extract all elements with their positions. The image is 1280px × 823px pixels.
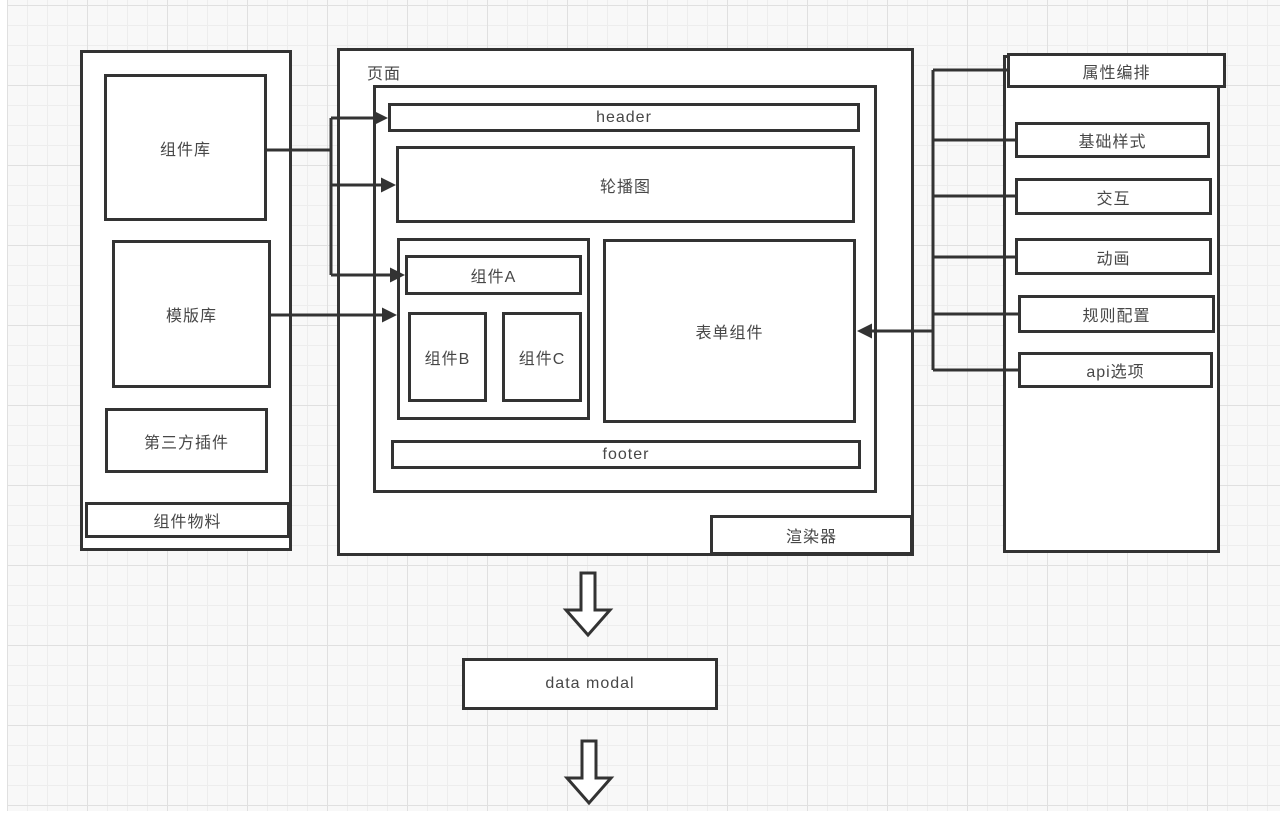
component-c-label: 组件C: [518, 351, 566, 368]
footer-label: footer: [602, 445, 650, 463]
rule-config-node: 规则配置: [1018, 295, 1215, 333]
api-options-node: api选项: [1018, 352, 1213, 388]
carousel-label: 轮播图: [599, 178, 651, 196]
bottom-margin-strip: [0, 811, 1280, 823]
component-b-node: 组件B: [408, 312, 487, 402]
component-library-label: 组件库: [159, 141, 211, 159]
form-component-node: 表单组件: [603, 239, 856, 423]
left-margin-strip: [0, 0, 7, 823]
properties-panel-title-node: 属性编排: [1007, 53, 1226, 88]
renderer-label: 渲染器: [785, 529, 837, 546]
materials-panel-title: 组件物料: [153, 514, 222, 531]
form-component-label: 表单组件: [695, 325, 764, 342]
api-options-label: api选项: [1086, 364, 1145, 381]
component-library-node: 组件库: [104, 74, 267, 221]
flow-arrow-down-bottom-icon: [563, 739, 615, 806]
base-style-label: 基础样式: [1078, 134, 1147, 151]
interaction-label: 交互: [1096, 190, 1131, 208]
flow-arrow-down-top-icon: [562, 571, 614, 638]
component-a-node: 组件A: [405, 255, 582, 295]
base-style-node: 基础样式: [1015, 122, 1210, 158]
template-library-label: 模版库: [165, 308, 217, 325]
third-party-plugin-label: 第三方插件: [143, 434, 229, 452]
header-label: header: [596, 108, 652, 126]
interaction-node: 交互: [1015, 178, 1212, 215]
rule-config-label: 规则配置: [1082, 308, 1151, 325]
renderer-title-node: 渲染器: [710, 515, 913, 555]
materials-panel-title-node: 组件物料: [85, 502, 290, 538]
carousel-node: 轮播图: [396, 146, 855, 223]
component-a-label: 组件A: [470, 269, 517, 286]
template-library-node: 模版库: [112, 240, 271, 388]
animation-label: 动画: [1096, 250, 1131, 268]
footer-node: footer: [391, 440, 861, 469]
data-modal-label: data modal: [545, 675, 635, 692]
animation-node: 动画: [1015, 238, 1212, 275]
data-modal-node: data modal: [462, 658, 718, 710]
component-c-node: 组件C: [502, 312, 582, 402]
header-node: header: [388, 103, 860, 132]
third-party-plugin-node: 第三方插件: [105, 408, 268, 473]
component-b-label: 组件B: [424, 351, 471, 368]
page-panel-title: 页面: [367, 66, 402, 83]
properties-panel-title: 属性编排: [1082, 64, 1151, 82]
